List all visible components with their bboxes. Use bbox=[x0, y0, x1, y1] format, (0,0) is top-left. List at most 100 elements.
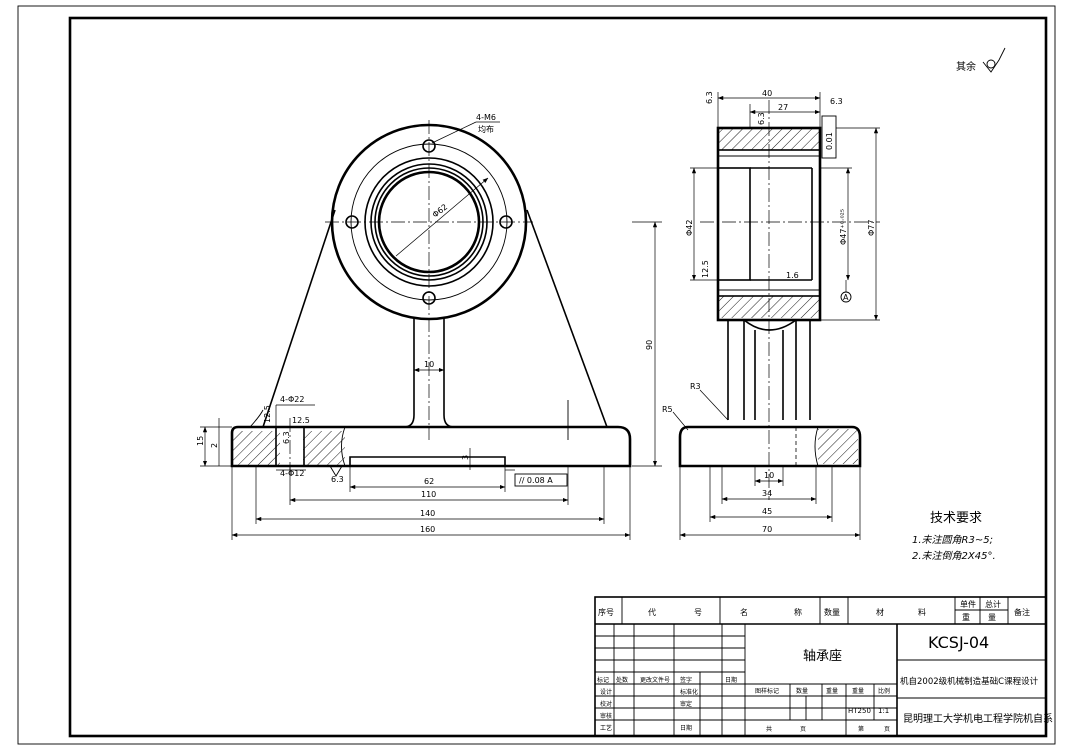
roughness-side-b: 6.3 bbox=[830, 97, 843, 106]
height-dim: 90 bbox=[645, 340, 654, 350]
r3-leader bbox=[699, 389, 729, 421]
date-label: 日期 bbox=[680, 724, 692, 732]
bore-dim-line bbox=[395, 177, 489, 257]
dim140: 140 bbox=[420, 509, 435, 518]
hdr-code-a: 代 bbox=[648, 607, 656, 617]
sheet-trim-border bbox=[17, 5, 1056, 745]
tech-req-title: 技术要求 bbox=[930, 511, 982, 526]
material: HT250 bbox=[848, 707, 871, 715]
role-check: 校对 bbox=[600, 700, 612, 708]
rev-mark: 标记 bbox=[597, 676, 609, 684]
rev-count: 处数 bbox=[616, 676, 628, 684]
technical-requirements: 技术要求 1.未注圆角R3~5; 2.未注倒角2X45°. bbox=[912, 511, 996, 562]
approve-label: 审定 bbox=[680, 700, 692, 708]
phi42: Φ42 bbox=[685, 220, 694, 236]
runout-value: 0.01 bbox=[825, 132, 834, 150]
roughness-side-a: 6.3 bbox=[705, 91, 714, 104]
hdr-total: 总计 bbox=[985, 599, 1001, 609]
side-web bbox=[754, 330, 784, 420]
roughness-12-5-b: 12.5 bbox=[292, 416, 310, 425]
side-base-hatch bbox=[818, 429, 858, 464]
role-review: 审核 bbox=[600, 712, 612, 720]
parallel-frame bbox=[514, 473, 568, 487]
dim70: 70 bbox=[762, 525, 772, 534]
dim27: 27 bbox=[778, 103, 788, 112]
hdr-mat-a: 材 bbox=[876, 607, 884, 617]
ratio-label: 比例 bbox=[878, 687, 890, 695]
title-block-frame bbox=[594, 596, 1047, 737]
bolt-hole-top bbox=[422, 139, 436, 153]
web-left bbox=[403, 318, 415, 428]
base-section-hatch-2 bbox=[303, 431, 345, 466]
dim45: 45 bbox=[762, 507, 772, 516]
thread-leader bbox=[431, 121, 477, 144]
side-web-arc bbox=[743, 319, 797, 331]
scale: 1:1 bbox=[878, 707, 889, 715]
hdr-weight-a: 重 bbox=[962, 612, 970, 622]
dim110: 110 bbox=[421, 490, 436, 499]
sheet-num-b: 页 bbox=[884, 726, 890, 733]
bolt-hole-right bbox=[499, 215, 513, 229]
hdr-weight-b: 量 bbox=[988, 613, 996, 622]
bolt-hole-left bbox=[345, 215, 359, 229]
base-plate bbox=[230, 425, 632, 468]
std-label: 标准化 bbox=[680, 688, 698, 696]
roughness-circle-icon bbox=[986, 59, 996, 69]
web-dim: 10 bbox=[424, 360, 434, 369]
base-height-dim: 15 bbox=[196, 436, 205, 446]
hdr-seq: 序号 bbox=[598, 607, 614, 617]
roughness-side-d: 12.5 bbox=[701, 260, 710, 278]
housing-bolt-holes bbox=[345, 139, 513, 305]
base-section-hatch bbox=[232, 431, 280, 466]
bore-dim: Φ62 bbox=[431, 202, 450, 219]
rev-doc: 更改文件号 bbox=[640, 676, 670, 684]
break-line bbox=[341, 426, 346, 467]
side-leg-left bbox=[727, 320, 745, 420]
side-break-line bbox=[814, 426, 819, 467]
sheet-total-b: 页 bbox=[800, 726, 806, 733]
hdr-mat-b: 料 bbox=[918, 607, 926, 617]
depth-dim: 2 bbox=[210, 443, 219, 448]
thread-dim: 4-M6 bbox=[476, 113, 496, 122]
stage-label: 图样标记 bbox=[755, 687, 779, 695]
small-weight: 重量 bbox=[826, 687, 838, 695]
bottom-slot bbox=[349, 456, 506, 466]
datum-circle-icon bbox=[840, 291, 852, 303]
hdr-qty: 数量 bbox=[824, 607, 840, 617]
revision-grid bbox=[595, 624, 746, 736]
small-holes-dim: 4-Φ12 bbox=[280, 469, 304, 478]
dim40: 40 bbox=[762, 89, 772, 98]
roughness-note-label: 其余 bbox=[956, 60, 976, 73]
roughness-side-e: 1.6 bbox=[786, 271, 799, 280]
roughness-6-3-a: 6.3 bbox=[282, 431, 291, 444]
web-right bbox=[443, 318, 455, 428]
dim62: 62 bbox=[424, 477, 434, 486]
roughness-base-icon bbox=[329, 465, 343, 477]
parallel-tolerance: // 0.08 A bbox=[519, 476, 553, 485]
hdr-remarks: 备注 bbox=[1014, 607, 1030, 617]
bolt-hole-bottom bbox=[422, 291, 436, 305]
part-name: 轴承座 bbox=[803, 649, 842, 664]
phi47: Φ47⁺⁰·⁰²⁵ bbox=[839, 209, 848, 245]
title-block: 序号 代 号 名 称 数量 材 料 单件 总计 重 量 备注 标记 bbox=[594, 596, 1053, 737]
weight-label: 重量 bbox=[852, 687, 864, 695]
front-view: Φ62 4-M6 均布 10 90 4-Φ22 12.5 12.5 6.3 bbox=[196, 113, 662, 540]
tech-req-line-1: 1.未注圆角R3~5; bbox=[912, 534, 993, 546]
course-name: 机自2002级机械制造基础C课程设计 bbox=[900, 676, 1039, 687]
roughness-symbol-icon bbox=[982, 47, 1006, 73]
side-view: 40 27 6.3 6.3 6.3 0.01 Φ42 12.5 Φ47⁺⁰·⁰²… bbox=[662, 89, 880, 540]
sheet-num-a: 第 bbox=[858, 725, 864, 733]
roughness-12-5-a: 12.5 bbox=[263, 405, 272, 423]
thread-note: 均布 bbox=[478, 124, 494, 134]
roughness-note: 其余 bbox=[956, 47, 1006, 73]
holes-dim: 4-Φ22 bbox=[280, 395, 304, 404]
hdr-unit: 单件 bbox=[960, 599, 976, 609]
drawing-no: KCSJ-04 bbox=[928, 633, 989, 652]
rev-date: 日期 bbox=[725, 676, 737, 684]
sheet-total-a: 共 bbox=[766, 725, 772, 733]
left-rib-fillet bbox=[248, 409, 264, 428]
left-rib bbox=[262, 209, 336, 428]
tech-req-line-2: 2.未注倒角2X45°. bbox=[912, 550, 996, 562]
hub-step bbox=[717, 167, 751, 281]
